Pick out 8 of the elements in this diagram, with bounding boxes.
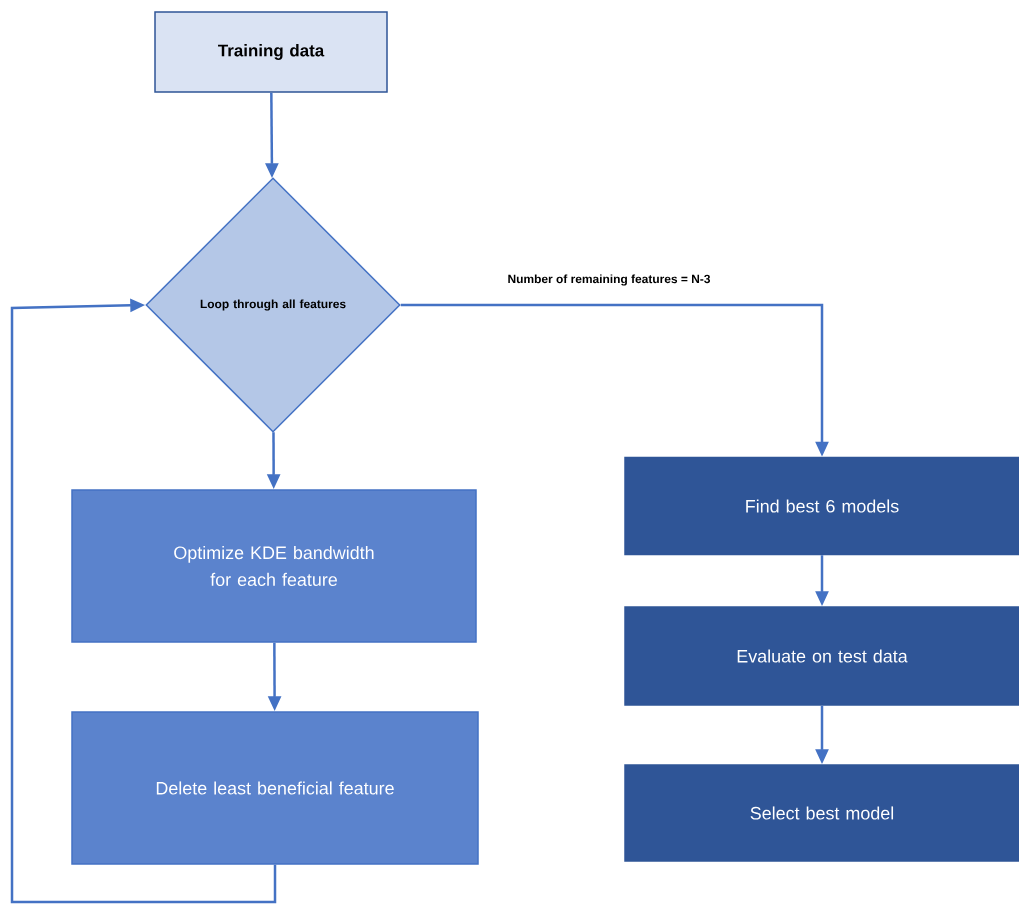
process-box: Evaluate on test data: [624, 606, 1019, 706]
process-box: Find best 6 models: [624, 456, 1019, 556]
process-box: Optimize KDE bandwidth for each feature: [71, 489, 477, 643]
arrow: [10, 298, 277, 904]
process-box: Select best model: [624, 764, 1019, 862]
start-box: Training data: [154, 11, 388, 93]
process-box: Delete least beneficial feature: [71, 711, 479, 865]
edge-label: Number of remaining features = N-3: [506, 273, 712, 287]
